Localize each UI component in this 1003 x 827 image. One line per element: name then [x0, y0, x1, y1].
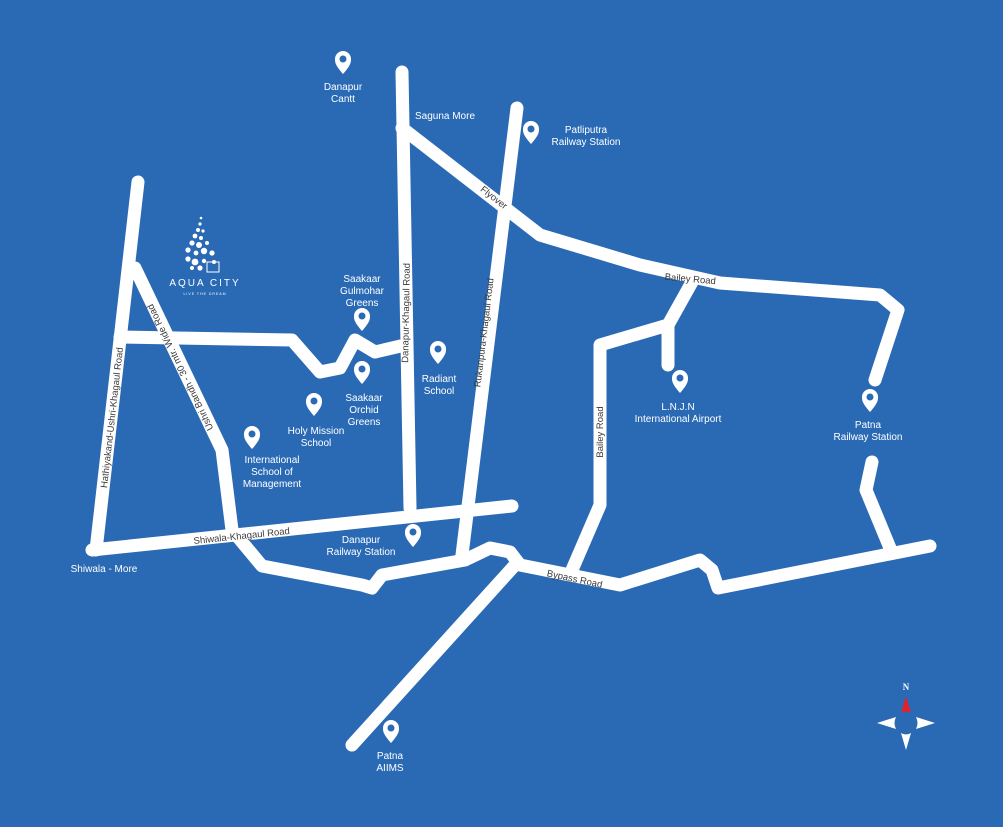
road-flyover-bailey	[395, 121, 905, 387]
place-labels: Danapur Cantt Saguna More Patliputra Rai…	[71, 82, 903, 774]
place-label: L.N.J.N	[661, 402, 694, 413]
place-label: School	[424, 386, 455, 397]
place-label: Management	[243, 479, 302, 490]
place-label: Saguna More	[415, 111, 475, 122]
place-label: Railway Station	[552, 137, 621, 148]
road-label: Hathiyakand-Ushri-Khagaul Road	[99, 347, 126, 489]
road-label: Danapur-Khagaul Road	[400, 263, 413, 363]
location-pin-icon[interactable]	[354, 308, 370, 331]
compass-icon: N	[877, 682, 935, 750]
road-bailey-vertical	[565, 318, 675, 577]
place-label: School	[301, 438, 332, 449]
location-pin-icon[interactable]	[244, 426, 260, 449]
place-label: Patna	[377, 751, 404, 762]
place-label: AIIMS	[376, 763, 404, 774]
place-label: Greens	[346, 298, 379, 309]
place-label: International Airport	[635, 414, 722, 425]
compass-north-label: N	[903, 682, 910, 692]
location-pin-icon[interactable]	[335, 51, 351, 74]
location-pin-icon[interactable]	[383, 720, 399, 743]
location-pin-icon[interactable]	[306, 393, 322, 416]
place-label: Railway Station	[834, 432, 903, 443]
drop-icon	[185, 216, 220, 273]
aqua-city-logo: AQUA CITY LIVE THE DREAM	[169, 216, 240, 296]
place-label: Radiant	[422, 374, 457, 385]
road-aiims	[345, 558, 522, 752]
place-label: Orchid	[349, 405, 378, 416]
location-pin-icon[interactable]	[862, 389, 878, 412]
roads	[85, 65, 937, 752]
road-danapur-khagaul	[395, 65, 417, 515]
road-label: Bailey Road	[664, 272, 716, 287]
place-label: Danapur	[342, 535, 381, 546]
logo-tagline: LIVE THE DREAM	[183, 292, 226, 296]
location-pin-icon[interactable]	[430, 341, 446, 364]
road-rukanpura-khagaul	[455, 101, 524, 562]
place-label: Patna	[855, 420, 882, 431]
road-hathiyakand	[89, 175, 145, 557]
place-label: Patliputra	[565, 125, 608, 136]
road-patna-station	[859, 455, 897, 555]
location-pin-icon[interactable]	[672, 370, 688, 393]
pins	[244, 51, 878, 743]
location-pin-icon[interactable]	[354, 361, 370, 384]
place-label: Shiwala - More	[71, 564, 138, 575]
place-label: Greens	[348, 417, 381, 428]
place-label: Danapur	[324, 82, 363, 93]
place-label: International	[244, 455, 299, 466]
road-label: Bailey Road	[595, 406, 606, 457]
place-label: School of	[251, 467, 293, 478]
road-ushri-bandh-bypass	[128, 261, 937, 595]
place-label: Holy Mission	[288, 426, 345, 437]
location-pin-icon[interactable]	[523, 121, 539, 144]
logo-name: AQUA CITY	[169, 278, 240, 289]
place-label: Cantt	[331, 94, 355, 105]
road-label: Ushri Bandh - 30 mtr. Wide Road	[145, 302, 216, 432]
place-label: Railway Station	[327, 547, 396, 558]
location-pin-icon[interactable]	[405, 524, 421, 547]
place-label: Saakaar	[343, 274, 381, 285]
place-label: Saakaar	[345, 393, 383, 404]
road-shiwala-khagaul	[85, 499, 519, 557]
road-connector	[113, 330, 412, 379]
north-arrow	[901, 696, 911, 713]
place-label: Gulmohar	[340, 286, 385, 297]
